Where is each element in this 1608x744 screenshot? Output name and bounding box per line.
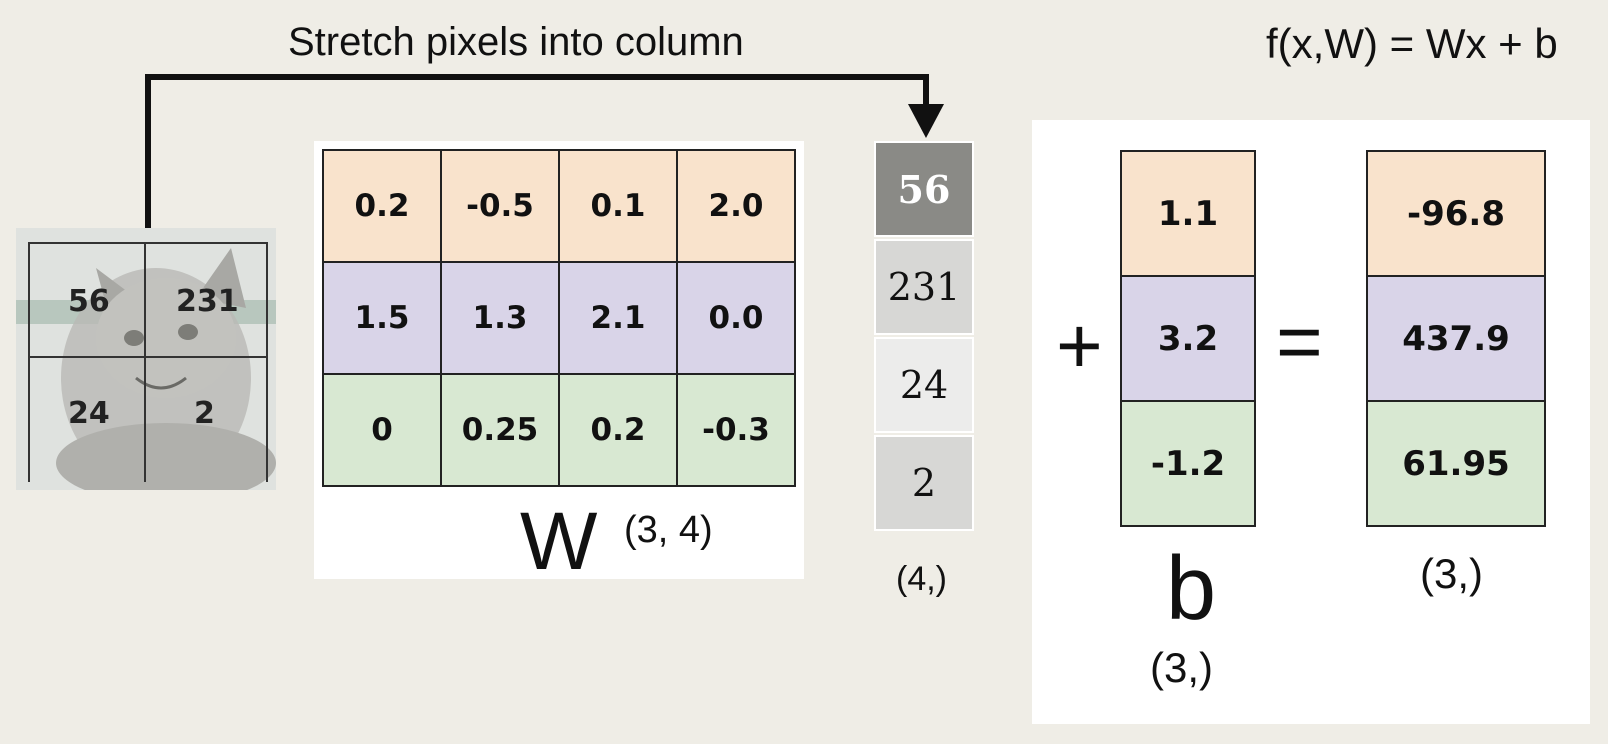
weight-cell: -0.3: [676, 373, 796, 487]
weight-label: W: [520, 496, 598, 587]
weight-shape: (3, 4): [624, 509, 713, 551]
bias-vector: 1.1 3.2 -1.2: [1120, 150, 1256, 527]
stretch-caption: Stretch pixels into column: [288, 20, 744, 64]
weight-cell: 0.2: [322, 149, 442, 263]
weight-cell: 0: [322, 373, 442, 487]
weight-cell: 2.0: [676, 149, 796, 263]
weight-cell: 0.2: [558, 373, 678, 487]
result-vector: -96.8 437.9 61.95: [1366, 150, 1546, 527]
pixel-value: 231: [176, 284, 239, 319]
equals-sign: =: [1276, 297, 1323, 386]
result-cell: 61.95: [1368, 402, 1544, 525]
weight-cell: 0.25: [440, 373, 560, 487]
input-cell: 231: [874, 239, 974, 335]
bias-cell: 1.1: [1122, 152, 1254, 277]
bias-cell: -1.2: [1122, 402, 1254, 525]
result-shape: (3,): [1420, 550, 1483, 597]
weight-cell: 2.1: [558, 261, 678, 375]
input-cell: 2: [874, 435, 974, 531]
result-cell: 437.9: [1368, 277, 1544, 402]
weight-cell: 0.1: [558, 149, 678, 263]
weight-cell: -0.5: [440, 149, 560, 263]
bias-label: b: [1166, 539, 1217, 639]
input-column: 56 231 24 2: [874, 141, 974, 533]
input-cell: 24: [874, 337, 974, 433]
cat-image: 56 231 24 2: [16, 228, 276, 490]
weight-cell: 1.5: [322, 261, 442, 375]
cat-photo-icon: [16, 228, 276, 490]
pixel-value: 56: [68, 284, 110, 319]
linear-formula: f(x,W) = Wx + b: [1266, 20, 1558, 67]
weight-matrix: 0.2 -0.5 0.1 2.0 1.5 1.3 2.1 0.0 0 0.25 …: [322, 149, 796, 487]
arrow-head-icon: [908, 104, 944, 138]
input-shape: (4,): [896, 560, 947, 598]
weight-cell: 1.3: [440, 261, 560, 375]
pixel-value: 24: [68, 396, 110, 431]
bias-cell: 3.2: [1122, 277, 1254, 402]
pixel-value: 2: [194, 396, 215, 431]
weight-cell: 0.0: [676, 261, 796, 375]
weight-matrix-panel: 0.2 -0.5 0.1 2.0 1.5 1.3 2.1 0.0 0 0.25 …: [314, 141, 804, 587]
bias-shape: (3,): [1150, 644, 1213, 691]
bias-result-panel: + 1.1 3.2 -1.2 = -96.8 437.9 61.95 b (3,…: [1032, 120, 1590, 724]
plus-sign: +: [1056, 301, 1103, 390]
result-cell: -96.8: [1368, 152, 1544, 277]
input-cell: 56: [874, 141, 974, 237]
